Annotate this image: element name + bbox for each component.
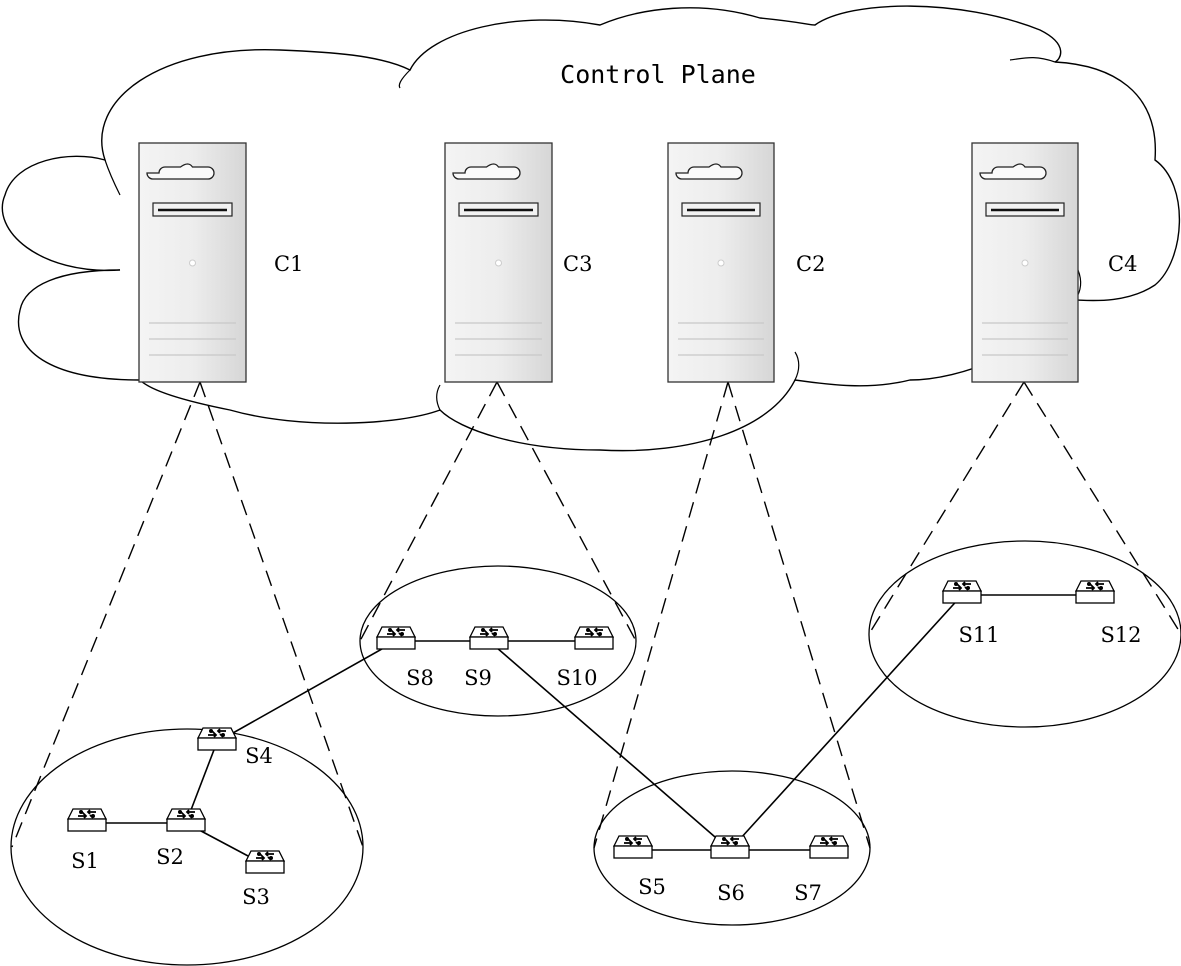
controller-label: C1	[274, 252, 303, 276]
domain-ellipse-c3	[359, 565, 637, 717]
server-handle	[675, 163, 743, 180]
link-s9-s6	[488, 640, 731, 851]
switch-s7[interactable]: S7	[794, 835, 850, 905]
controller-label: C2	[796, 252, 825, 276]
switch-icon	[165, 808, 207, 832]
switch-s3[interactable]: S3	[242, 850, 286, 909]
switch-label: S4	[245, 744, 273, 768]
switch-label: S12	[1100, 623, 1141, 647]
controller-c3[interactable]: C3	[444, 142, 592, 383]
controller-label: C4	[1108, 252, 1137, 276]
switch-icon	[573, 626, 615, 650]
switch-s1[interactable]: S1	[66, 808, 108, 873]
power-led-icon	[1021, 259, 1029, 267]
switch-label: S2	[156, 845, 184, 869]
switch-icon	[941, 580, 983, 604]
switch-s4[interactable]: S4	[196, 727, 273, 768]
switch-s5[interactable]: S5	[612, 835, 666, 899]
server-handle	[452, 163, 521, 180]
switch-icon	[1074, 580, 1116, 604]
link-s6-s11	[729, 594, 963, 851]
switch-s10[interactable]: S10	[556, 626, 615, 690]
switch-s11[interactable]: S11	[941, 580, 1000, 647]
control-plane-title: Control Plane	[560, 60, 756, 89]
switch-icon	[196, 727, 238, 751]
cloud-lobe	[398, 69, 411, 89]
switch-label: S6	[717, 881, 745, 905]
server-handle	[979, 163, 1047, 180]
cloud-lobe	[104, 159, 121, 196]
power-led-icon	[495, 259, 502, 267]
switch-s12[interactable]: S12	[1074, 580, 1142, 647]
switch-s6[interactable]: S6	[709, 835, 751, 905]
link-s4-s8	[216, 640, 397, 743]
switch-icon	[808, 835, 850, 859]
switch-label: S8	[406, 666, 434, 690]
projection-lines	[11, 381, 1181, 849]
controller-c1[interactable]: C1	[138, 142, 303, 383]
switch-label: S7	[794, 881, 822, 905]
controller-c4[interactable]: C4	[971, 142, 1137, 383]
switch-s2[interactable]: S2	[156, 808, 207, 869]
switch-icon	[468, 626, 510, 650]
switch-label: S5	[638, 875, 666, 899]
controller-label: C3	[563, 252, 592, 276]
switch-icon	[612, 835, 654, 859]
switch-s9[interactable]: S9	[464, 626, 510, 690]
switch-icon	[709, 835, 751, 859]
switch-label: S1	[71, 849, 99, 873]
switch-icon	[375, 626, 417, 650]
switch-icon	[244, 850, 286, 874]
switch-label: S3	[242, 885, 270, 909]
switch-s8[interactable]: S8	[375, 626, 434, 690]
switch-icon	[66, 808, 108, 832]
domain-ellipse-c4	[868, 540, 1181, 728]
controller-c2[interactable]: C2	[667, 142, 825, 383]
switch-label: S11	[958, 623, 999, 647]
switch-label: S10	[556, 666, 597, 690]
cloud-lobe	[1009, 57, 1056, 63]
power-led-icon	[189, 259, 196, 267]
switch-label: S9	[464, 666, 492, 690]
control-plane-cloud	[1, 5, 1181, 452]
power-led-icon	[717, 259, 725, 267]
servers-layer: C1 C3 C2 C4	[138, 142, 1137, 383]
server-handle	[146, 163, 215, 180]
cloud-lobe	[436, 384, 441, 411]
cloud-lobe	[794, 351, 800, 381]
domain-ellipse-c1	[10, 728, 364, 966]
